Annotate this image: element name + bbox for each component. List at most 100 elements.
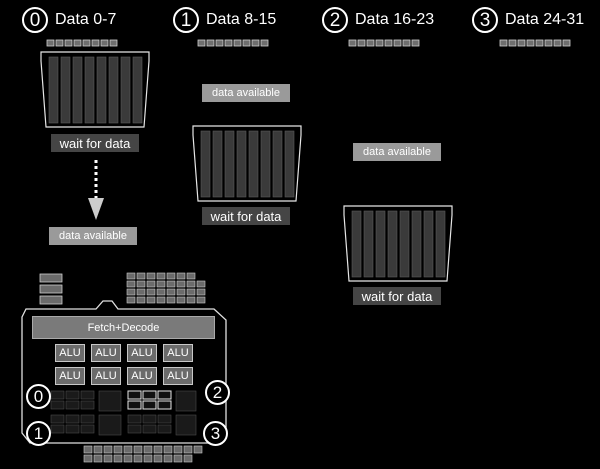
warp-1-register bbox=[80, 414, 95, 424]
thread-cell bbox=[260, 39, 269, 47]
instruction-stripe bbox=[48, 56, 59, 124]
thread-cell bbox=[526, 39, 535, 47]
cache-cell bbox=[126, 272, 136, 280]
cache-cell bbox=[166, 272, 176, 280]
thread-cell bbox=[562, 39, 571, 47]
warp-0-instruction-block bbox=[40, 51, 150, 131]
memory-cell bbox=[173, 445, 183, 454]
warp-2-available-label: data available bbox=[353, 143, 441, 161]
memory-cell bbox=[123, 454, 133, 463]
instruction-stripe bbox=[200, 130, 211, 198]
thread-cell bbox=[109, 39, 118, 47]
cache-cell bbox=[176, 272, 186, 280]
warp-3-register bbox=[157, 414, 172, 424]
alu-unit: ALU bbox=[55, 367, 85, 385]
warp-3-register bbox=[142, 414, 157, 424]
warp-2-title: Data 16-23 bbox=[355, 11, 435, 28]
thread-cell bbox=[366, 39, 375, 47]
thread-cell bbox=[384, 39, 393, 47]
cache-cell bbox=[136, 296, 146, 304]
thread-cell bbox=[348, 39, 357, 47]
cache-cell bbox=[166, 296, 176, 304]
instruction-stripe bbox=[96, 56, 107, 124]
warp-1-register bbox=[65, 414, 80, 424]
instruction-stripe bbox=[351, 210, 362, 278]
memory-cell bbox=[143, 454, 153, 463]
core-warp-slot-0: 0 bbox=[26, 384, 51, 409]
instruction-stripe bbox=[212, 130, 223, 198]
warp-3-title: Data 24-31 bbox=[505, 11, 585, 28]
warp-0-register bbox=[50, 390, 65, 400]
warp-2-header: 2 Data 16-23 bbox=[322, 7, 434, 33]
cache-cell bbox=[156, 280, 166, 288]
instruction-stripe bbox=[72, 56, 83, 124]
cache-cell bbox=[186, 280, 196, 288]
warp-0-available-label: data available bbox=[49, 227, 137, 245]
memory-cell bbox=[103, 454, 113, 463]
instruction-stripe bbox=[260, 130, 271, 198]
instruction-stripe bbox=[60, 56, 71, 124]
cache-cell bbox=[146, 272, 156, 280]
thread-cell bbox=[215, 39, 224, 47]
warp-2-register bbox=[157, 390, 172, 400]
memory-cell bbox=[183, 454, 193, 463]
instruction-stripe bbox=[375, 210, 386, 278]
warp-2-register bbox=[142, 400, 157, 410]
cache-cell bbox=[176, 296, 186, 304]
instruction-stripe bbox=[108, 56, 119, 124]
register-slot bbox=[39, 284, 63, 294]
instruction-stripe bbox=[272, 130, 283, 198]
cache-cell bbox=[136, 288, 146, 296]
warp-0-register bbox=[80, 400, 95, 410]
thread-cell bbox=[55, 39, 64, 47]
alu-unit: ALU bbox=[91, 344, 121, 362]
thread-cell bbox=[517, 39, 526, 47]
alu-unit: ALU bbox=[127, 344, 157, 362]
memory-cell bbox=[193, 445, 203, 454]
cache-cell bbox=[136, 280, 146, 288]
alu-unit: ALU bbox=[163, 367, 193, 385]
memory-cell bbox=[93, 445, 103, 454]
warp-1-wait-label: wait for data bbox=[202, 207, 290, 225]
memory-cell bbox=[153, 445, 163, 454]
warp-1-register bbox=[65, 424, 80, 434]
warp-1-instruction-block bbox=[192, 125, 302, 205]
thread-indicators bbox=[46, 39, 571, 47]
thread-cell bbox=[206, 39, 215, 47]
cache-cell bbox=[196, 296, 206, 304]
thread-cell bbox=[544, 39, 553, 47]
instruction-stripe bbox=[248, 130, 259, 198]
memory-cell bbox=[183, 445, 193, 454]
cache-cell bbox=[186, 288, 196, 296]
warp-0-number: 0 bbox=[22, 7, 48, 33]
cache-cell bbox=[126, 280, 136, 288]
thread-cell bbox=[224, 39, 233, 47]
instruction-stripe bbox=[224, 130, 235, 198]
cache-cell bbox=[196, 288, 206, 296]
cache-cell bbox=[166, 288, 176, 296]
warp-2-register bbox=[142, 390, 157, 400]
cache-cell bbox=[166, 280, 176, 288]
cache-cell bbox=[186, 272, 196, 280]
warp-3-number: 3 bbox=[472, 7, 498, 33]
thread-cell bbox=[251, 39, 260, 47]
instruction-stripe bbox=[132, 56, 143, 124]
instruction-stripe bbox=[411, 210, 422, 278]
instruction-stripe bbox=[236, 130, 247, 198]
memory-cell bbox=[93, 454, 103, 463]
core-warp-slot-3: 3 bbox=[203, 421, 228, 446]
warp-3-header: 3 Data 24-31 bbox=[472, 7, 584, 33]
register-slot bbox=[39, 273, 63, 283]
instruction-stripe bbox=[363, 210, 374, 278]
warp-0-header: 0 Data 0-7 bbox=[22, 7, 116, 33]
instruction-stripe bbox=[284, 130, 295, 198]
thread-cell bbox=[499, 39, 508, 47]
warp-2-register bbox=[157, 400, 172, 410]
memory-cell bbox=[133, 445, 143, 454]
register-bank bbox=[175, 390, 197, 412]
alu-unit: ALU bbox=[163, 344, 193, 362]
cache-cell bbox=[196, 280, 206, 288]
thread-cell bbox=[393, 39, 402, 47]
thread-cell bbox=[375, 39, 384, 47]
memory-cell bbox=[153, 454, 163, 463]
